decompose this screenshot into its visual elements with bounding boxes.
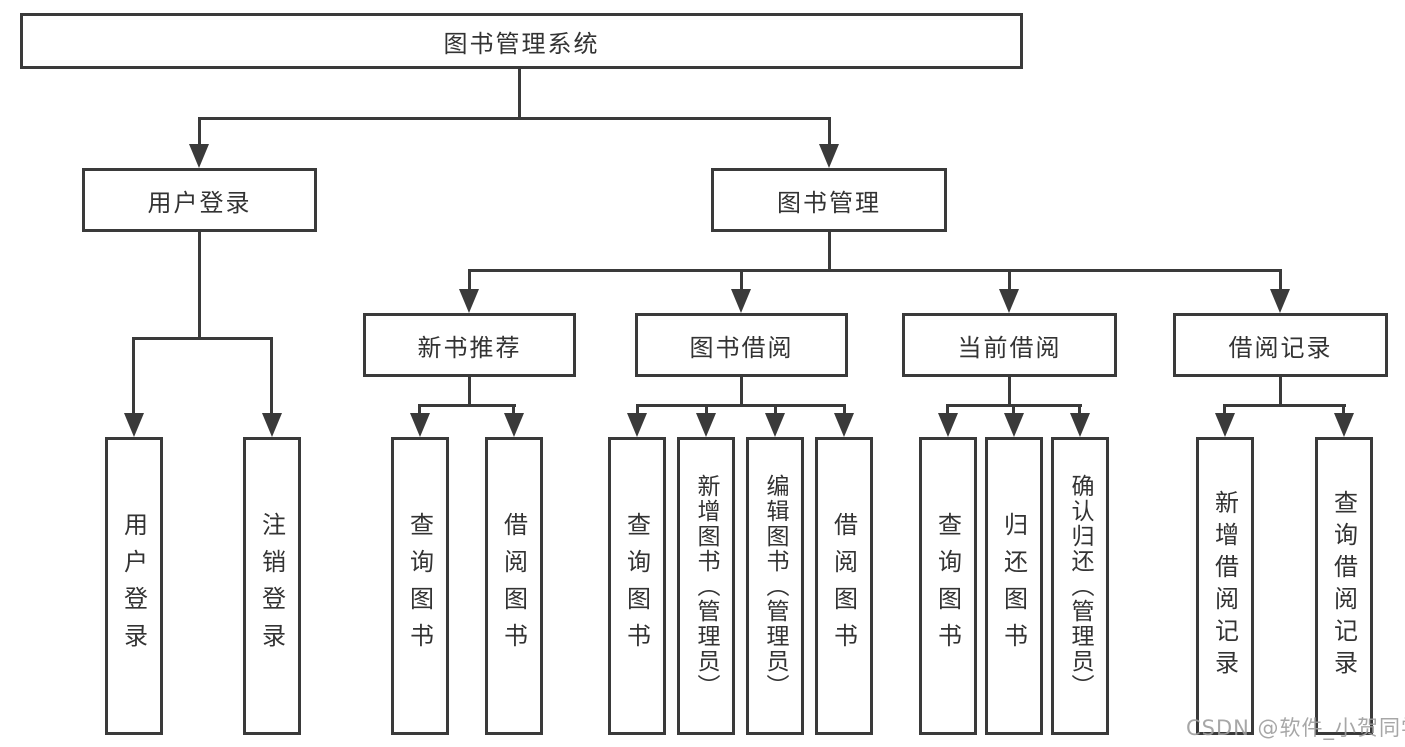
leaf-borrow-books-label: 借阅图书 <box>829 512 858 660</box>
leaf-query-books-recommend: 查询图书 <box>391 437 449 735</box>
node-root: 图书管理系统 <box>20 13 1023 69</box>
leaf-query-borrow-record-label: 查询借阅记录 <box>1329 490 1358 682</box>
leaf-query-books-recommend-label: 查询图书 <box>405 512 434 660</box>
connector-book-mgmt-stem <box>828 232 831 270</box>
connector-arrow-stem <box>1078 404 1081 414</box>
leaf-query-books-current: 查询图书 <box>919 437 977 735</box>
node-user-login: 用户登录 <box>82 168 317 232</box>
arrowhead-icon <box>262 413 282 437</box>
connector-arrow-stem <box>1279 269 1282 290</box>
leaf-query-books-borrow: 查询图书 <box>608 437 666 735</box>
leaf-edit-books-admin: 编辑图书（管理员） <box>746 437 804 735</box>
leaf-logout-label: 注销登录 <box>257 512 286 660</box>
node-new-book-recommend: 新书推荐 <box>363 313 576 377</box>
connector-arrow-stem <box>512 404 515 414</box>
leaf-return-books: 归还图书 <box>985 437 1043 735</box>
leaf-borrow-books-recommend-label: 借阅图书 <box>499 512 528 660</box>
leaf-query-borrow-record: 查询借阅记录 <box>1315 437 1373 735</box>
leaf-query-books-borrow-label: 查询图书 <box>622 512 651 660</box>
connector-arrow-stem <box>468 269 471 290</box>
connector-records-bus <box>1224 404 1346 407</box>
arrowhead-icon <box>627 413 647 437</box>
arrowhead-icon <box>1334 413 1354 437</box>
arrowhead-icon <box>765 413 785 437</box>
connector-arrow-stem <box>1342 404 1345 414</box>
node-book-management-label: 图书管理 <box>777 188 881 217</box>
connector-arrow-stem <box>1008 269 1011 290</box>
connector-arrow-stem <box>198 117 201 145</box>
connector-current-stem <box>1008 377 1011 405</box>
node-root-label: 图书管理系统 <box>443 29 600 58</box>
arrowhead-icon <box>819 144 839 168</box>
arrowhead-icon <box>999 289 1019 313</box>
connector-recommend-stem <box>468 377 471 405</box>
connector-arrow-stem <box>828 117 831 145</box>
leaf-return-books-label: 归还图书 <box>999 512 1028 660</box>
connector-user-login-bus <box>132 337 273 340</box>
connector-arrow-stem <box>705 404 708 414</box>
leaf-borrow-books: 借阅图书 <box>815 437 873 735</box>
connector-arrow-stem <box>740 269 743 290</box>
arrowhead-icon <box>124 413 144 437</box>
watermark: CSDN @软件_小贺同学 <box>1186 716 1405 740</box>
node-book-management: 图书管理 <box>711 168 947 232</box>
arrowhead-icon <box>1215 413 1235 437</box>
leaf-confirm-return-admin: 确认归还（管理员） <box>1051 437 1109 735</box>
arrowhead-icon <box>834 413 854 437</box>
leaf-user-login-label: 用户登录 <box>119 512 148 660</box>
connector-level2-bus <box>198 117 831 120</box>
connector-arrow-stem <box>843 404 846 414</box>
node-new-book-recommend-label: 新书推荐 <box>417 333 522 362</box>
leaf-add-borrow-record: 新增借阅记录 <box>1196 437 1254 735</box>
node-book-borrow: 图书借阅 <box>635 313 848 377</box>
arrowhead-icon <box>731 289 751 313</box>
connector-arrow-stem <box>1223 404 1226 414</box>
leaf-edit-books-admin-label: 编辑图书（管理员） <box>762 473 788 699</box>
connector-root-stem <box>518 69 521 119</box>
node-current-borrow-label: 当前借阅 <box>957 333 1062 362</box>
connector-arrow-stem <box>636 404 639 414</box>
leaf-add-books-admin-label: 新增图书（管理员） <box>693 473 719 699</box>
connector-level3-bus <box>468 269 1282 272</box>
connector-records-stem <box>1279 377 1282 405</box>
arrowhead-icon <box>410 413 430 437</box>
connector-arrow-stem <box>132 337 135 414</box>
arrowhead-icon <box>1004 413 1024 437</box>
connector-recommend-bus <box>419 404 516 407</box>
connector-arrow-stem <box>1012 404 1015 414</box>
arrowhead-icon <box>189 144 209 168</box>
node-borrow-records-label: 借阅记录 <box>1228 333 1333 362</box>
connector-arrow-stem <box>946 404 949 414</box>
connector-arrow-stem <box>270 337 273 414</box>
leaf-borrow-books-recommend: 借阅图书 <box>485 437 543 735</box>
node-user-login-label: 用户登录 <box>147 188 252 217</box>
connector-user-login-stem <box>198 232 201 338</box>
arrowhead-icon <box>504 413 524 437</box>
arrowhead-icon <box>1070 413 1090 437</box>
node-current-borrow: 当前借阅 <box>902 313 1117 377</box>
connector-arrow-stem <box>418 404 421 414</box>
leaf-confirm-return-admin-label: 确认归还（管理员） <box>1067 473 1093 699</box>
connector-borrow-stem <box>740 377 743 405</box>
arrowhead-icon <box>459 289 479 313</box>
arrowhead-icon <box>1270 289 1290 313</box>
connector-borrow-bus <box>636 404 846 407</box>
node-book-borrow-label: 图书借阅 <box>689 333 794 362</box>
leaf-user-login: 用户登录 <box>105 437 163 735</box>
leaf-query-books-current-label: 查询图书 <box>933 512 962 660</box>
arrowhead-icon <box>696 413 716 437</box>
arrowhead-icon <box>938 413 958 437</box>
leaf-add-books-admin: 新增图书（管理员） <box>677 437 735 735</box>
leaf-add-borrow-record-label: 新增借阅记录 <box>1210 490 1239 682</box>
node-borrow-records: 借阅记录 <box>1173 313 1388 377</box>
leaf-logout: 注销登录 <box>243 437 301 735</box>
connector-arrow-stem <box>774 404 777 414</box>
